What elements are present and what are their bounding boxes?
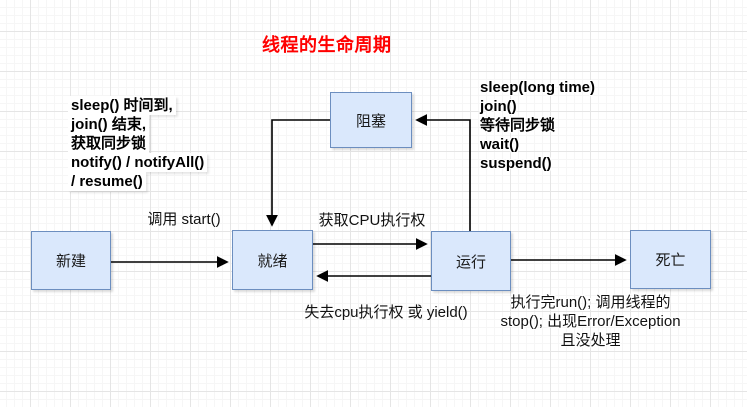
annotation-unblock-conditions: sleep() 时间到, join() 结束, 获取同步锁 notify() /… xyxy=(68,96,208,191)
annotation-line: 调用线程的stop(); xyxy=(500,294,671,330)
diagram-title: 线程的生命周期 xyxy=(262,35,392,55)
state-label-blocked: 阻塞 xyxy=(355,112,386,130)
edge-label-lose-cpu: 失去cpu执行权 或 yield() xyxy=(304,304,468,321)
annotation-line: join() xyxy=(480,98,517,115)
annotation-line: sleep(long time) xyxy=(480,79,596,96)
annotation-line: suspend() xyxy=(480,155,552,172)
annotation-line: sleep() 时间到, xyxy=(68,96,176,115)
annotation-dead-conditions: 执行完run(); 调用线程的stop(); 出现Error/Exception… xyxy=(498,293,683,350)
state-label-new: 新建 xyxy=(55,253,86,270)
annotation-line: notify() / notifyAll() xyxy=(68,153,208,172)
annotation-line: 且没处理 xyxy=(560,332,621,349)
annotation-block-conditions: sleep(long time) join() 等待同步锁 wait() sus… xyxy=(480,78,595,173)
state-node-ready: 就绪 xyxy=(232,230,313,290)
state-node-blocked: 阻塞 xyxy=(330,92,412,148)
annotation-line: join() 结束, xyxy=(68,115,149,134)
state-node-dead: 死亡 xyxy=(630,230,711,289)
state-label-running: 运行 xyxy=(455,253,486,271)
state-node-new: 新建 xyxy=(31,231,111,290)
edge-label-call-start: 调用 start() xyxy=(147,211,221,228)
state-label-dead: 死亡 xyxy=(655,252,686,269)
annotation-line: 获取同步锁 xyxy=(68,134,150,153)
annotation-line: wait() xyxy=(480,136,520,153)
edge-label-get-cpu: 获取CPU执行权 xyxy=(318,212,426,229)
annotation-line: 执行完run(); xyxy=(510,294,592,311)
annotation-line: 等待同步锁 xyxy=(480,117,556,134)
annotation-line: 出现Error/Exception xyxy=(547,313,681,330)
annotation-line: / resume() xyxy=(68,172,146,191)
state-label-ready: 就绪 xyxy=(257,252,288,270)
state-node-running: 运行 xyxy=(431,231,511,291)
